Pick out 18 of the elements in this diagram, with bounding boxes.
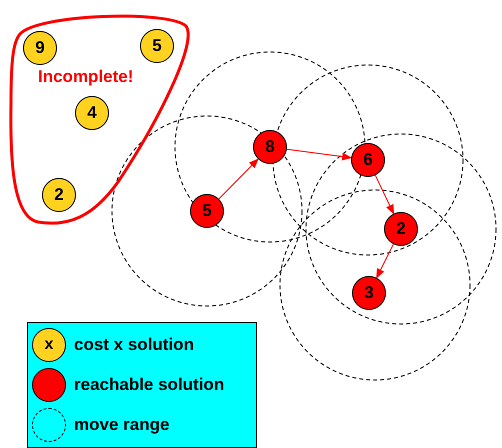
legend-swatch: x xyxy=(32,328,66,362)
solution-circle: 8 xyxy=(253,130,287,164)
arrow xyxy=(218,158,259,200)
solution-circle: 6 xyxy=(351,143,385,177)
arrow xyxy=(376,244,394,279)
solution-circle: 5 xyxy=(190,194,224,228)
solution-circle: 9 xyxy=(23,31,57,65)
solution-circle: 3 xyxy=(352,276,386,310)
arrow xyxy=(286,148,352,161)
group-label: Incomplete! xyxy=(38,67,134,87)
legend-label: reachable solution xyxy=(74,375,224,395)
solution-circle: 4 xyxy=(75,96,109,130)
legend-label: cost x solution xyxy=(74,335,194,355)
arrow xyxy=(374,174,394,215)
solution-circle: 5 xyxy=(140,29,174,63)
legend-label: move range xyxy=(74,415,170,435)
solution-circle: 2 xyxy=(42,178,76,212)
solution-circle: 2 xyxy=(384,212,418,246)
